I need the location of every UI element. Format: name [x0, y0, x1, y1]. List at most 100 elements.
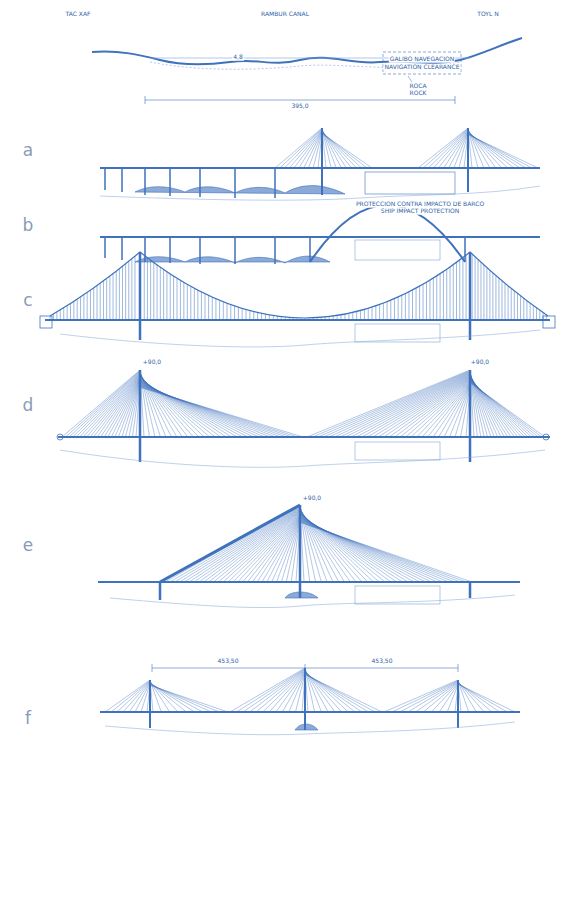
hanger	[70, 304, 71, 320]
hanger	[150, 260, 151, 320]
stay-cable	[147, 684, 150, 712]
stay-cable	[285, 129, 322, 168]
hanger	[246, 310, 247, 320]
hanger	[478, 260, 479, 320]
hanger	[517, 293, 518, 320]
hanger	[261, 313, 262, 320]
stay-cable	[101, 377, 140, 437]
hanger	[125, 264, 126, 320]
stay-cable	[447, 685, 458, 712]
stay-cable	[272, 518, 300, 582]
stay-cable	[132, 382, 140, 437]
stay-cable	[318, 371, 470, 437]
option-letter: b	[22, 216, 35, 235]
hanger	[462, 258, 463, 320]
stay-cable	[122, 380, 140, 437]
stay-cable	[307, 370, 470, 437]
cable-fan	[62, 370, 140, 437]
stay-cable	[458, 684, 515, 712]
stay-cable	[243, 669, 305, 712]
hanger	[419, 286, 420, 320]
stay-cable	[422, 383, 470, 437]
stay-cable	[378, 378, 470, 437]
stay-cable	[90, 375, 140, 437]
hanger	[450, 267, 451, 320]
level-mark: +90,0	[470, 359, 490, 366]
hanger	[498, 278, 499, 320]
hanger	[408, 292, 409, 320]
stay-cable	[308, 132, 322, 168]
hanger	[219, 300, 220, 320]
option-a	[100, 128, 540, 200]
stay-cable	[406, 381, 470, 437]
hanger	[253, 312, 254, 320]
stay-cable	[135, 683, 150, 712]
hanger	[134, 256, 135, 320]
stay-cable	[175, 506, 300, 582]
cable-fan	[418, 128, 468, 168]
bank-name: TOYL N	[476, 11, 499, 18]
hanger	[344, 314, 345, 320]
stay-cable	[140, 387, 303, 437]
clearance-label: GALIBO NAVEGACION	[389, 56, 455, 63]
cable-fan	[468, 128, 538, 168]
hanger	[352, 312, 353, 320]
dimension: 453,50	[217, 658, 240, 665]
stay-cable	[289, 130, 322, 168]
stay-cable	[304, 132, 322, 168]
stay-cable	[428, 383, 470, 437]
stay-cable	[117, 681, 150, 712]
hanger	[187, 284, 188, 320]
hanger	[305, 318, 306, 320]
hanger	[436, 276, 437, 320]
hanger	[180, 280, 181, 320]
hanger	[212, 297, 213, 320]
hanger	[277, 316, 278, 320]
stay-cable	[428, 129, 468, 168]
hanger	[530, 303, 531, 320]
material-label: ROCA	[408, 83, 427, 90]
hanger	[201, 292, 202, 320]
clearance-label: NAVIGATION CLEARANCE	[384, 64, 461, 71]
stay-cable	[218, 512, 300, 582]
option-f	[100, 664, 520, 735]
hanger	[383, 303, 384, 320]
stay-cable	[450, 386, 470, 437]
hanger	[297, 318, 298, 320]
hanger	[190, 286, 191, 320]
hanger	[375, 306, 376, 320]
hanger	[257, 313, 258, 320]
stay-cable	[256, 670, 305, 712]
cable-fan	[458, 680, 515, 712]
hanger	[285, 317, 286, 320]
hanger	[453, 265, 454, 320]
option-letter: c	[22, 291, 33, 310]
stay-cable	[140, 385, 281, 437]
stay-cable	[468, 135, 538, 168]
stay-cable	[170, 506, 300, 582]
hanger	[486, 268, 487, 320]
hanger	[426, 282, 427, 320]
option-c	[40, 252, 555, 347]
stay-cable	[295, 674, 305, 712]
stay-cable	[66, 371, 140, 437]
hanger	[360, 311, 361, 320]
hanger	[80, 297, 81, 320]
hanger	[269, 315, 270, 320]
stay-cable	[87, 374, 140, 437]
stay-cable	[280, 129, 322, 168]
hanger	[508, 286, 509, 320]
stay-cable	[275, 128, 322, 168]
option-d	[57, 370, 550, 467]
hanger	[309, 318, 310, 320]
stay-cable	[214, 511, 300, 582]
stay-cable	[466, 387, 470, 437]
stay-cable	[140, 386, 287, 437]
stay-cable	[180, 507, 300, 582]
option-letter: f	[24, 709, 32, 728]
hanger	[293, 318, 294, 320]
cable-fan	[230, 668, 305, 712]
hanger	[50, 316, 51, 320]
stay-cable	[108, 378, 140, 437]
hanger	[63, 308, 64, 320]
